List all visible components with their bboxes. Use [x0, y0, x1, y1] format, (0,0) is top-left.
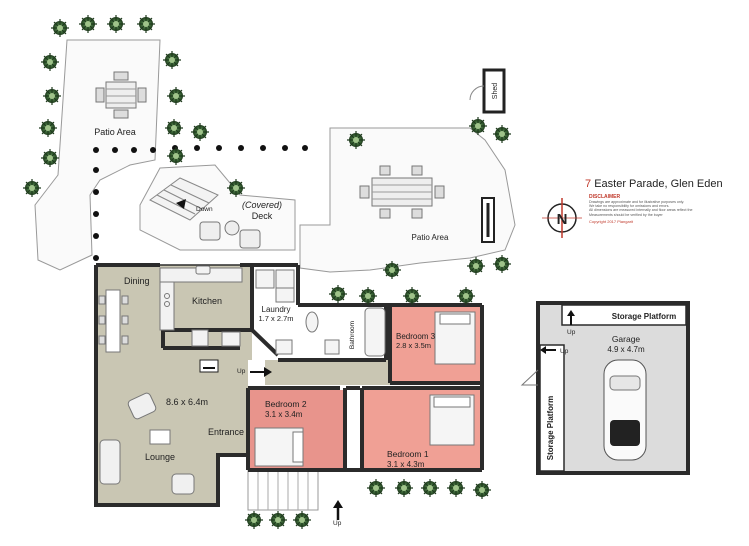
disclaimer-line: We take no responsibility for omissions …	[589, 204, 670, 209]
storage-platform-top	[561, 304, 687, 326]
house-walls	[94, 263, 484, 507]
disclaimer-line: All dimensions are measured internally a…	[589, 208, 693, 213]
label-laundry-dim: 1.7 x 2.7m	[258, 314, 293, 323]
copyright: Copyright 2017 Plangarit	[589, 218, 634, 224]
deck-furniture	[199, 220, 261, 249]
kitchen-fittings	[159, 265, 243, 347]
front-step-lines	[257, 470, 309, 510]
beds	[254, 311, 476, 467]
tv-unit	[199, 359, 219, 373]
bathroom-fittings	[305, 307, 386, 357]
label-bedroom3-dim: 2.8 x 3.5m	[396, 341, 431, 350]
car	[603, 359, 647, 461]
property-address: 7 Easter Parade, Glen Eden	[585, 178, 745, 190]
label-storage-top: Storage Platform	[612, 312, 676, 321]
hall-up-arrow-icon	[250, 367, 272, 377]
label-entrance: Entrance	[208, 427, 244, 437]
label-laundry: Laundry	[262, 305, 291, 314]
label-dining: Dining	[124, 276, 150, 286]
label-bedroom1: Bedroom 1	[387, 449, 429, 459]
label-patio-right: Patio Area	[412, 233, 449, 242]
disclaimer-line: Measurements should be verified by the b…	[589, 212, 663, 217]
north-compass	[542, 198, 582, 238]
dining-table	[98, 289, 129, 353]
patio-table-right	[359, 165, 445, 219]
front-up-arrow-icon	[333, 500, 343, 520]
fence-posts	[93, 145, 308, 261]
address-street: Easter Parade, Glen Eden	[594, 178, 723, 190]
disclaimer-line: Drawings are approximate and for illustr…	[589, 200, 685, 204]
label-kitchen: Kitchen	[192, 296, 222, 306]
label-up-front: Up	[333, 520, 342, 527]
compass-letter: N	[557, 211, 568, 228]
label-up-garage-1: Up	[567, 329, 576, 336]
deck-stairs	[149, 177, 219, 221]
label-storage-side: Storage Platform	[546, 396, 555, 460]
disclaimer-heading: DISCLAIMER	[589, 194, 621, 200]
label-deck-covered: (Covered)	[242, 200, 282, 210]
front-steps	[247, 469, 319, 511]
patio-table-left	[95, 71, 147, 119]
label-bedroom2-dim: 3.1 x 3.4m	[265, 410, 303, 419]
label-shed: Shed	[492, 83, 499, 99]
label-patio-left: Patio Area	[94, 127, 136, 137]
label-up-hall: Up	[237, 368, 246, 375]
garage-up-arrow-2-icon	[540, 346, 556, 354]
label-bedroom1-dim: 3.1 x 4.3m	[387, 460, 425, 469]
lounge-furniture	[99, 392, 195, 495]
label-bedroom2: Bedroom 2	[265, 399, 307, 409]
property-info: 7 Easter Parade, Glen Eden DISCLAIMER Dr…	[585, 178, 745, 228]
shed	[482, 68, 506, 114]
label-deck: Deck	[252, 211, 273, 221]
label-down: Down	[196, 206, 213, 213]
label-garage: Garage	[612, 334, 641, 344]
down-arrow-icon	[176, 199, 186, 209]
label-bathroom: Bathroom	[349, 321, 356, 349]
hall-floor	[265, 360, 390, 385]
garage-up-arrow-1-icon	[567, 310, 575, 325]
label-lounge-dim: 8.6 x 6.4m	[166, 397, 208, 407]
storage-platform-side	[539, 344, 565, 472]
laundry-fittings	[255, 269, 295, 355]
label-bedroom3: Bedroom 3	[396, 332, 436, 341]
address-number: 7	[585, 178, 592, 190]
label-lounge: Lounge	[145, 452, 175, 462]
label-garage-dim: 4.9 x 4.7m	[607, 345, 645, 354]
disclaimer-block: DISCLAIMER Drawings are approximate and …	[589, 194, 745, 224]
label-up-garage-2: Up	[560, 348, 569, 355]
